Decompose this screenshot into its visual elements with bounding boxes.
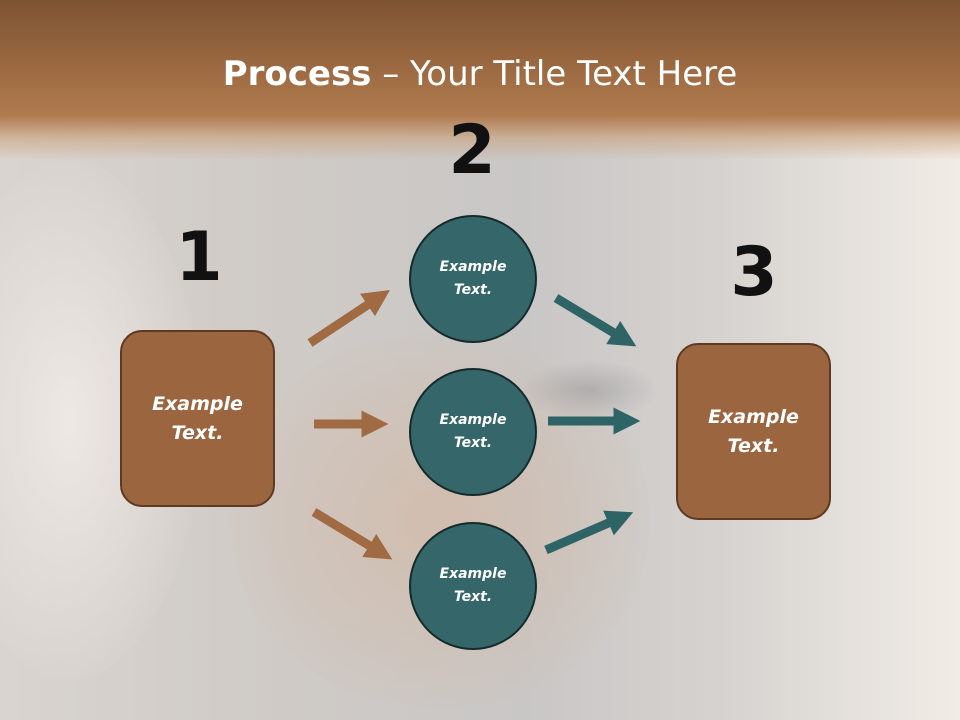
- circle-top-label: Example Text.: [439, 259, 507, 298]
- step-number-1: 1: [175, 218, 223, 297]
- step-1-label: Example Text.: [152, 392, 243, 444]
- circle-top: Example Text.: [409, 215, 537, 343]
- arrow-circle-bottom-to-3: [544, 510, 634, 555]
- step-3-label: Example Text.: [708, 405, 799, 457]
- step-number-2: 2: [448, 111, 496, 190]
- circle-middle-label: Example Text.: [439, 412, 507, 451]
- title-bold: Process: [222, 54, 372, 94]
- slide-title: Process – Your Title Text Here: [0, 52, 960, 96]
- arrow-circle-top-to-3: [553, 294, 637, 347]
- step-number-3: 3: [730, 233, 778, 312]
- title-rest: – Your Title Text Here: [371, 54, 738, 94]
- arrow-1-to-circle-top: [307, 290, 391, 347]
- step-1-box: Example Text.: [120, 330, 275, 507]
- header-band: [0, 0, 960, 160]
- circle-bottom: Example Text.: [409, 522, 537, 650]
- circle-middle: Example Text.: [409, 368, 537, 496]
- circle-bottom-label: Example Text.: [439, 566, 507, 605]
- step-3-box: Example Text.: [676, 343, 831, 520]
- arrow-1-to-circle-bottom: [311, 508, 393, 560]
